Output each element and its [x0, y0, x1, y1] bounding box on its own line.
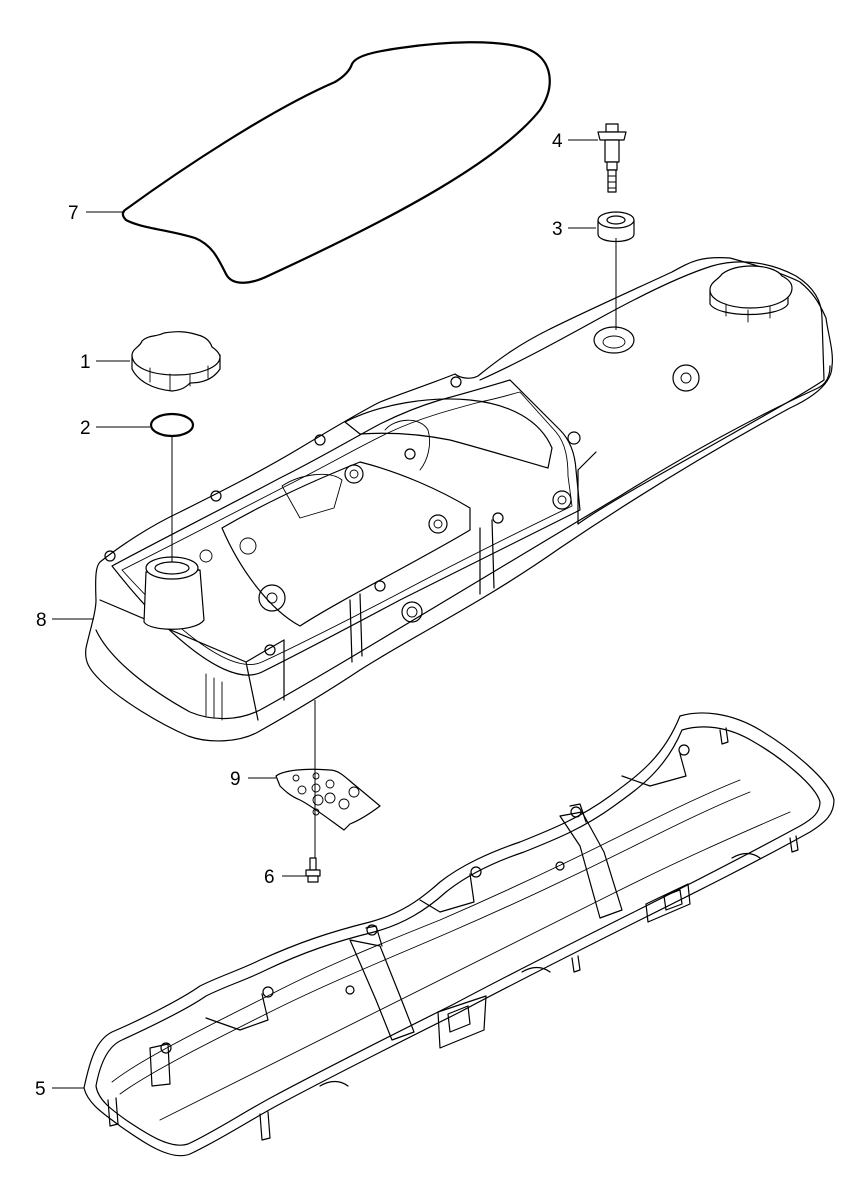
part-1-oil-filler-cap	[131, 331, 221, 392]
callout-9: 9	[230, 769, 241, 790]
part-6-screw	[305, 857, 321, 883]
part-5-lower-gasket	[83, 712, 835, 1157]
part-3-grommet	[597, 211, 635, 243]
callout-7: 7	[68, 203, 79, 224]
callout-1: 1	[80, 352, 91, 373]
callout-6: 6	[264, 867, 275, 888]
part-4-bolt	[597, 123, 627, 193]
callout-5: 5	[35, 1079, 46, 1100]
callout-8: 8	[36, 610, 47, 631]
part-8-valve-cover	[85, 257, 833, 742]
callout-3: 3	[552, 219, 563, 240]
callout-2: 2	[80, 418, 91, 439]
callout-4: 4	[552, 131, 563, 152]
part-9-baffle-plate	[275, 768, 381, 831]
part-7-cover-gasket	[121, 41, 551, 284]
part-2-o-ring	[149, 412, 195, 438]
leader-lines	[52, 139, 617, 1089]
callout-labels: 1 2 3 4 5 6 7 8 9	[35, 131, 563, 1100]
